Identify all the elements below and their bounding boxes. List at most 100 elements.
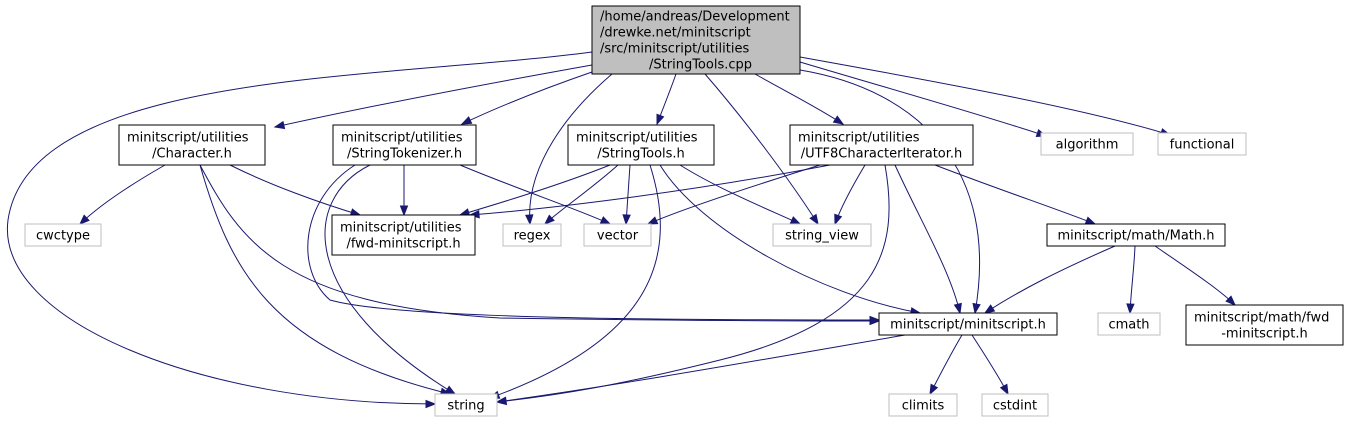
edge-line [469,164,831,216]
node-root[interactable]: /home/andreas/Development/drewke.net/min… [591,5,801,75]
node-string_view: string_view [772,223,872,247]
edge-character_h-to-cwctype [78,164,166,225]
arrowhead [869,315,881,325]
node-box [331,214,476,256]
edge-line [894,164,961,314]
edge-utf8_h-to-minitscript_h [894,164,962,315]
arrowhead [809,213,819,226]
edge-line [496,334,906,403]
edge-line [647,164,821,225]
edge-line [704,73,819,225]
edge-character_h-to-fwd_minitscript_h [229,164,362,217]
node-box [1040,132,1134,156]
edge-root-to-utf8_h [754,73,845,125]
node-label-line: functional [1170,138,1235,153]
edge-root-to-minitscript_h [799,69,981,315]
edge-line [984,245,1116,314]
edge-root-to-stringtools_h [656,73,677,126]
node-box [1097,312,1161,336]
node-stringtools_h[interactable]: minitscript/utilities/StringTools.h [567,124,715,166]
arrowhead [273,120,286,130]
node-box [878,312,1058,336]
edge-math_h-to-minitscript_h [983,245,1116,314]
node-box [888,393,958,417]
node-functional: functional [1157,132,1247,156]
edge-line [529,73,613,225]
edge-line [324,164,456,395]
node-character_h[interactable]: minitscript/utilities/Character.h [118,124,266,166]
arrowhead [525,214,534,226]
arrowhead [972,302,981,315]
edge-line [834,164,866,225]
node-label-line: minitscript/utilities [798,131,920,146]
node-box [1046,223,1226,247]
nodes-layer: /home/andreas/Development/drewke.net/min… [24,5,1344,417]
node-label-line: string [447,399,484,414]
edge-line [307,164,880,321]
edge-root-to-string [6,51,593,409]
node-box [772,223,872,247]
edge-stringtokenizer_h-to-fwd_minitscript_h [399,165,409,217]
edge-line [461,71,593,125]
node-box [118,124,266,166]
edge-line [929,334,963,395]
node-label-line: vector [597,229,639,244]
node-label-line: string_view [785,229,859,244]
arrowhead [399,205,409,217]
node-string: string [434,393,498,417]
edge-line [274,64,593,128]
node-label-line: cwctype [36,229,90,244]
node-math_fwd_h[interactable]: minitscript/math/fwd-minitscript.h [1185,304,1344,346]
arrowhead [1225,295,1236,306]
edge-root-to-regex [525,73,613,226]
edge-line [971,334,1009,395]
node-label-line: /UTF8CharacterIterator.h [801,147,963,162]
node-label-line: climits [902,399,945,414]
node-cstdint: cstdint [981,393,1049,417]
node-label-line: /fwd-minitscript.h [346,237,460,252]
node-fwd_minitscript_h[interactable]: minitscript/utilities/fwd-minitscript.h [331,214,476,256]
node-box [1157,132,1247,156]
edge-line [625,164,631,225]
edge-line [199,164,451,395]
node-box [583,223,652,247]
node-utf8_h[interactable]: minitscript/utilities/UTF8CharacterItera… [789,124,974,166]
node-label-line: /drewke.net/minitscript [600,26,751,41]
node-label-line: /src/minitscript/utilities [600,42,749,57]
node-box [502,223,562,247]
arrowhead [599,216,612,225]
edge-line [459,164,611,225]
node-label-line: -minitscript.h [1221,327,1308,342]
arrowhead [656,113,665,126]
node-box [591,5,801,75]
arrowhead [834,213,843,226]
node-label-line: cmath [1108,318,1149,333]
edge-minitscript_h-to-climits [929,334,963,396]
node-label-line: minitscript/utilities [340,221,462,236]
arrowhead [789,216,802,225]
edge-line [496,164,890,403]
node-label-line: cstdint [993,399,1037,414]
arrowhead [78,214,90,225]
edge-utf8_h-to-string_view [834,164,866,226]
arrowhead [444,385,457,395]
node-minitscript_h[interactable]: minitscript/minitscript.h [878,312,1058,336]
edge-root-to-functional [799,56,1172,137]
node-box [1185,304,1344,346]
node-label-line: algorithm [1056,138,1119,153]
edge-utf8_h-to-math_h [934,164,1097,225]
node-cwctype: cwctype [24,223,102,247]
node-vector: vector [583,223,652,247]
edge-line [199,164,880,322]
edge-line [229,164,361,216]
arrowhead [929,383,939,396]
edge-stringtools_h-to-vector [622,164,631,226]
node-label-line: minitscript/minitscript.h [890,318,1046,333]
node-box [24,223,102,247]
node-stringtokenizer_h[interactable]: minitscript/utilities/StringTokenizer.h [332,124,477,166]
node-math_h[interactable]: minitscript/math/Math.h [1046,223,1226,247]
node-climits: climits [888,393,958,417]
node-label-line: regex [514,229,551,244]
edge-line [754,73,844,125]
